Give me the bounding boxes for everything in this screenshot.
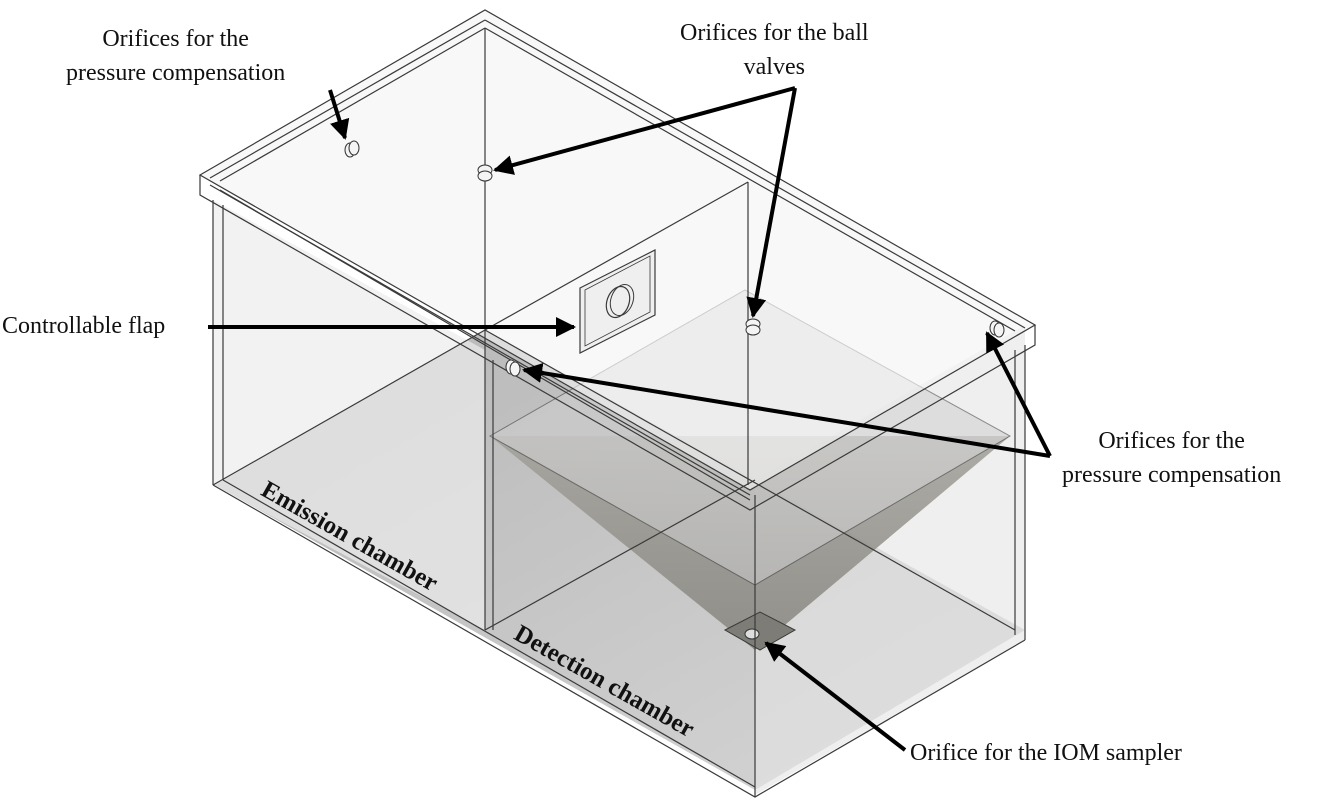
emission-wall [213, 200, 485, 630]
callout-arrows [208, 86, 1052, 752]
controllable-flap [579, 249, 656, 354]
label-line: valves [743, 54, 805, 80]
label-line: Orifices for the [1098, 428, 1245, 454]
orifices [344, 140, 1005, 377]
label-ball-valves: Orifices for the ball valves [680, 16, 869, 84]
label-controllable-flap: Controllable flap [2, 313, 166, 339]
arrow-ball-valve-1 [493, 86, 796, 175]
arrow-iom [764, 641, 907, 752]
label-line: pressure compensation [1062, 462, 1282, 488]
label-line: Orifices for the ball [680, 20, 869, 46]
arrow-pressure-right [985, 331, 1052, 457]
box-edges [212, 28, 1026, 798]
label-pressure-compensation-right: Orifices for the pressure compensation [1062, 424, 1281, 492]
arrow-pressure-top-left [328, 89, 350, 140]
lid [198, 9, 1037, 511]
arrow-ball-valve-2 [746, 87, 797, 318]
label-pressure-compensation-top-left: Orifices for the pressure compensation [66, 22, 285, 90]
label-line: pressure compensation [66, 60, 286, 86]
iom-orifice [744, 628, 760, 640]
arrow-pressure-middle [522, 363, 1051, 458]
label-line: Orifices for the [102, 26, 249, 52]
label-iom-sampler: Orifice for the IOM sampler [910, 740, 1182, 766]
